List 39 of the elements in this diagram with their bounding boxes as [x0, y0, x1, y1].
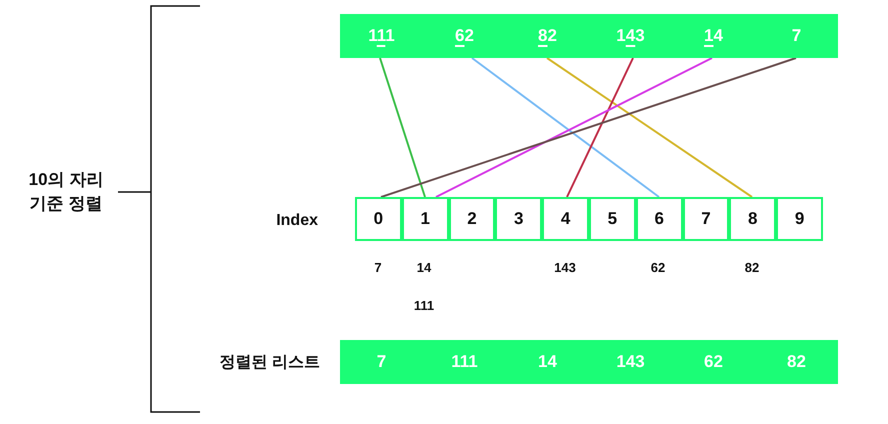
list-cell: 7: [340, 340, 423, 384]
label-text: 정렬된 리스트: [218, 353, 320, 373]
connector-line: [436, 57, 712, 198]
bucket-value: 111: [412, 297, 436, 315]
connector-line: [471, 57, 660, 198]
connector-line: [546, 57, 753, 198]
list-cell: 62: [672, 340, 755, 384]
number-label: 143: [616, 25, 645, 48]
index-cell: 2: [448, 197, 496, 241]
number-label: 62: [455, 25, 474, 48]
bucket-value: 14: [416, 259, 432, 277]
bucket-value: 82: [744, 259, 760, 277]
list-cell: 143: [589, 340, 672, 384]
index-cell: 1: [402, 197, 449, 241]
bucket-value: 62: [650, 259, 666, 277]
list-cell: 82: [755, 340, 838, 384]
label-text: Index: [275, 211, 318, 231]
connector-line: [379, 58, 426, 198]
index-cell: 0: [355, 197, 402, 241]
list-cell: [340, 14, 423, 58]
index-cell: 8: [729, 197, 776, 241]
connector-line: [380, 57, 796, 198]
list-cell: 14: [506, 340, 589, 384]
index-cell: 6: [636, 197, 683, 241]
index-cell: 7: [682, 197, 730, 241]
number-label: 82: [538, 25, 557, 48]
bucket-value: 7: [373, 259, 383, 277]
number-label: 7: [792, 25, 802, 48]
label-text: 10의 자리 기준 정렬: [28, 169, 104, 215]
list-cell: [755, 14, 838, 58]
connector-line: [566, 58, 634, 198]
index-cell: 5: [589, 197, 636, 241]
list-cell: 111: [423, 340, 506, 384]
bucket-value: 143: [553, 259, 577, 277]
number-label: 111: [368, 25, 395, 48]
number-label: 14: [704, 25, 723, 48]
index-cell: 9: [776, 197, 823, 241]
index-cell: 3: [495, 197, 542, 241]
index-cell: 4: [542, 197, 589, 241]
